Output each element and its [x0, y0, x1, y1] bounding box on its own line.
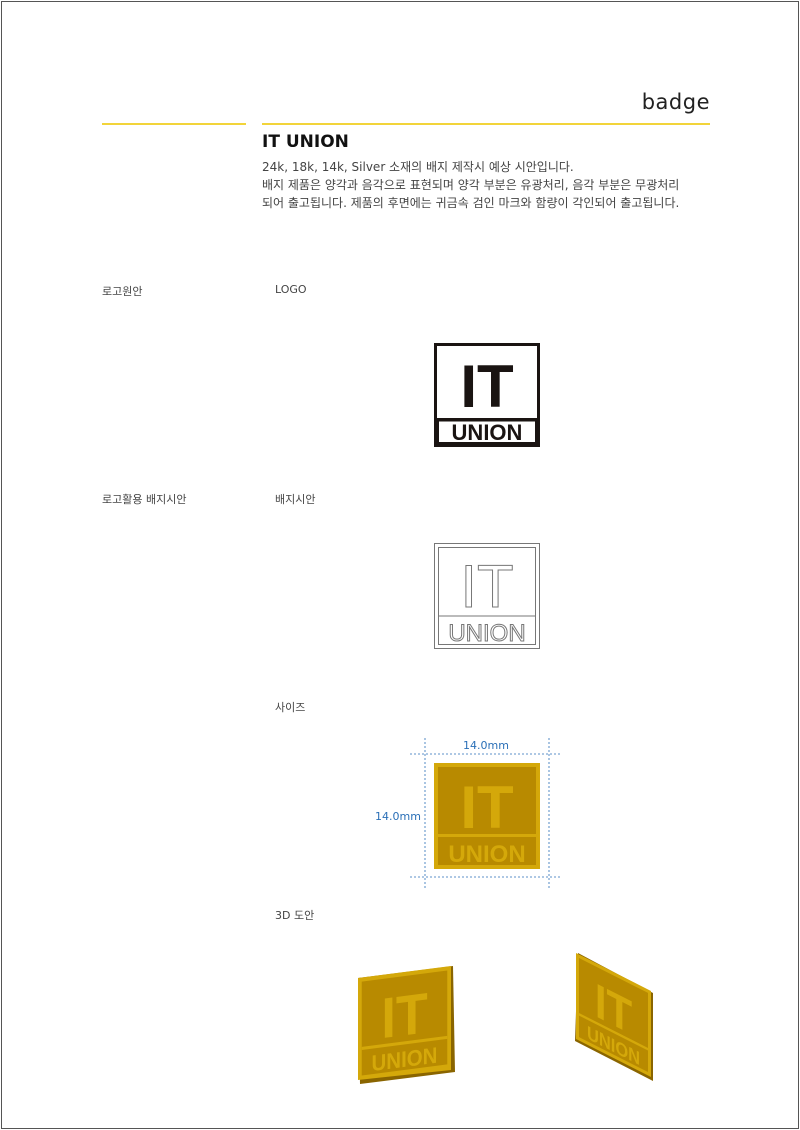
description-line: 되어 출고됩니다. 제품의 후면에는 귀금속 검인 마크와 함량이 각인되어 출… — [262, 196, 680, 210]
outline-text-union: UNION — [448, 620, 525, 647]
dimension-height: 14.0mm — [375, 810, 421, 823]
badge-3d-angled-content: IT UNION — [579, 957, 648, 1073]
section-label-3d-draft: 3D 도안 — [275, 909, 315, 922]
section-label-size: 사이즈 — [275, 701, 306, 714]
badge-3d-angled-inner — [579, 957, 648, 1073]
badge-3d-front-text-it: IT — [381, 980, 427, 1051]
logo-text-it: IT — [460, 353, 513, 420]
badge-3d-front-inner — [361, 970, 448, 1076]
gold-badge-text-union: UNION — [448, 841, 525, 868]
dimension-width: 14.0mm — [463, 739, 509, 752]
badge-outline-draft: IT UNION — [434, 543, 540, 649]
logo-bottom-inner — [439, 421, 535, 442]
badge-3d-angled-separator — [579, 1013, 648, 1051]
badge-3d-front: IT UNION — [358, 966, 455, 1084]
outline-inner — [438, 547, 536, 645]
outline-outer — [434, 543, 540, 649]
left-divider — [102, 123, 246, 125]
side-label-logo-original: 로고원안 — [102, 285, 143, 298]
right-divider — [262, 123, 710, 125]
description-line: 24k, 18k, 14k, Silver 소재의 배지 제작시 예상 시안입니… — [262, 160, 574, 174]
logo-original: IT UNION — [434, 343, 540, 447]
product-description: 24k, 18k, 14k, Silver 소재의 배지 제작시 예상 시안입니… — [262, 158, 722, 212]
side-label-badge-draft: 로고활용 배지시안 — [102, 493, 187, 506]
gold-badge-separator — [438, 834, 536, 837]
gold-badge-inner — [438, 767, 536, 865]
section-label-logo: LOGO — [275, 283, 307, 296]
badge-3d-front-content: IT UNION — [361, 970, 448, 1076]
size-diagram: IT UNION — [410, 738, 562, 890]
badge-3d-angled: IT UNION — [575, 953, 653, 1081]
outline-text-it: IT — [460, 553, 513, 620]
badge-3d-front-separator — [361, 1035, 448, 1050]
page-header-title: badge — [641, 90, 710, 114]
gold-badge-text-it: IT — [460, 774, 513, 841]
section-label-badge-draft: 배지시안 — [275, 493, 316, 506]
product-title: IT UNION — [262, 132, 349, 152]
logo-text-union: UNION — [452, 420, 523, 445]
description-line: 배지 제품은 양각과 음각으로 표현되며 양각 부분은 유광처리, 음각 부분은… — [262, 178, 680, 192]
